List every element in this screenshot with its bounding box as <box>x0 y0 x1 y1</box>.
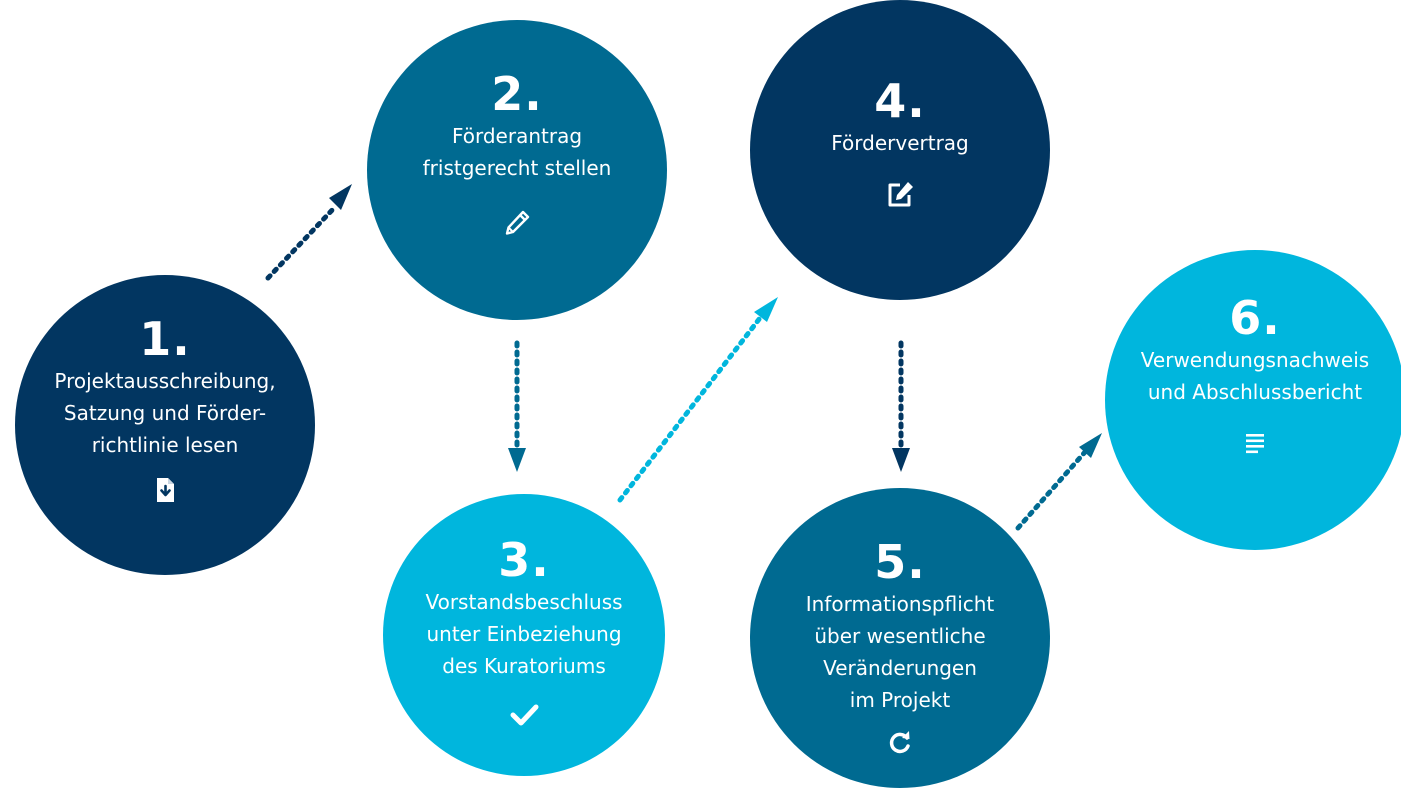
connector-arrow-1-2 <box>265 184 352 281</box>
connector-arrow-4-5 <box>892 340 910 472</box>
step-label-line: richtlinie lesen <box>91 433 239 457</box>
step-label: Informationspflicht über wesentliche Ver… <box>806 588 995 716</box>
step-number: 4. <box>874 74 926 128</box>
step-label-line: Vorstandsbeschluss <box>425 590 623 614</box>
pencil-icon <box>502 208 532 238</box>
step-2-circle: 2. Förderantrag fristgerecht stellen <box>367 20 667 320</box>
step-label: Verwendungsnachweis und Abschlussbericht <box>1141 344 1369 408</box>
connector-arrow-5-6 <box>1015 433 1102 531</box>
step-label-line: Fördervertrag <box>831 131 969 155</box>
step-number: 2. <box>491 67 543 121</box>
step-label-line: Projektausschreibung, <box>54 369 276 393</box>
step-label: Projektausschreibung, Satzung und Förder… <box>54 365 275 461</box>
step-label-line: Informationspflicht <box>805 592 995 616</box>
step-number: 3. <box>498 533 550 587</box>
step-label-line: und Abschlussbericht <box>1147 380 1363 404</box>
step-label-line: des Kuratoriums <box>442 654 606 678</box>
checkmark-icon <box>509 700 539 730</box>
text-lines-icon <box>1240 428 1270 458</box>
step-label: Vorstandsbeschluss unter Einbeziehung de… <box>425 586 622 682</box>
step-label-line: Verwendungsnachweis <box>1140 348 1370 372</box>
step-number: 1. <box>139 312 191 366</box>
step-number: 6. <box>1229 291 1281 345</box>
step-label-line: im Projekt <box>849 688 951 712</box>
step-4-circle: 4. Fördervertrag <box>750 0 1050 300</box>
step-label-line: unter Einbeziehung <box>426 622 622 646</box>
step-6-circle: 6. Verwendungsnachweis und Abschlussberi… <box>1105 250 1401 550</box>
connector-arrow-3-4 <box>617 297 778 503</box>
edit-square-icon <box>885 179 915 209</box>
file-download-icon <box>150 475 180 505</box>
step-label-line: Veränderungen <box>823 656 977 680</box>
step-label-line: über wesentliche <box>814 624 986 648</box>
connector-arrow-2-3 <box>508 340 526 472</box>
step-label-line: Förderantrag <box>451 124 583 148</box>
step-label: Fördervertrag <box>831 127 969 159</box>
step-number: 5. <box>874 535 926 589</box>
step-label-line: Satzung und Förder- <box>63 401 267 425</box>
step-5-circle: 5. Informationspflicht über wesentliche … <box>750 488 1050 788</box>
redo-icon <box>885 726 915 756</box>
step-1-circle: 1. Projektausschreibung, Satzung und För… <box>15 275 315 575</box>
step-label-line: fristgerecht stellen <box>422 156 612 180</box>
step-label: Förderantrag fristgerecht stellen <box>423 120 612 184</box>
step-3-circle: 3. Vorstandsbeschluss unter Einbeziehung… <box>383 494 665 776</box>
